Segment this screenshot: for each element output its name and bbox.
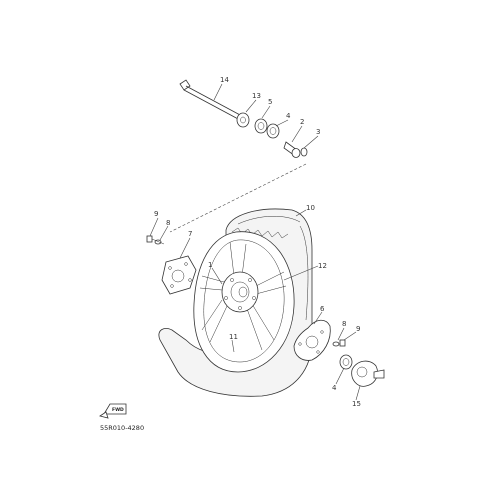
bolt-part-9-right[interactable] <box>339 339 346 347</box>
callout-9-left: 9 <box>154 210 158 218</box>
callout-11: 11 <box>229 333 238 341</box>
callout-15: 15 <box>352 400 361 408</box>
callout-13: 13 <box>252 92 261 100</box>
callout-1: 1 <box>208 261 212 269</box>
axle-centerline <box>169 163 307 233</box>
oil-seal-part-5[interactable] <box>254 118 268 134</box>
callout-12: 12 <box>318 262 327 270</box>
callout-2: 2 <box>300 118 304 126</box>
callout-10: 10 <box>306 204 315 212</box>
bearing-part-4-top[interactable] <box>266 123 280 139</box>
cast-wheel-part-11[interactable] <box>193 231 295 373</box>
callout-7: 7 <box>188 230 192 238</box>
brake-disc-part-6[interactable] <box>293 319 331 361</box>
callout-4-bottom: 4 <box>332 384 337 392</box>
bearing-part-4-bottom[interactable] <box>339 354 353 370</box>
callout-3: 3 <box>316 128 320 136</box>
fwd-direction-arrow: FWD <box>99 403 127 419</box>
fwd-label: FWD <box>112 407 124 413</box>
gear-unit-part-15[interactable] <box>351 360 385 387</box>
brake-disc-part-7[interactable] <box>161 255 197 295</box>
axle-part-14[interactable] <box>179 79 247 121</box>
callout-14: 14 <box>220 76 229 84</box>
callout-labels: 14 13 5 4 2 3 10 9 8 7 1 12 6 8 9 11 4 1… <box>154 76 361 408</box>
callout-8-left: 8 <box>166 219 170 227</box>
callout-9-right: 9 <box>356 325 360 333</box>
leader-lines <box>149 83 361 401</box>
collar-part-13[interactable] <box>236 112 250 128</box>
callout-4-top: 4 <box>286 112 291 120</box>
callout-6: 6 <box>320 305 325 313</box>
callout-8-right: 8 <box>342 320 346 328</box>
spacer-part-2[interactable] <box>283 141 301 158</box>
callout-5: 5 <box>268 98 272 106</box>
flange-spacer-part-3[interactable] <box>300 147 308 157</box>
diagram-code: 55R010-4280 <box>100 424 144 432</box>
lock-washer-part-8-right[interactable] <box>332 341 340 347</box>
bolt-part-9-left[interactable] <box>146 235 165 245</box>
